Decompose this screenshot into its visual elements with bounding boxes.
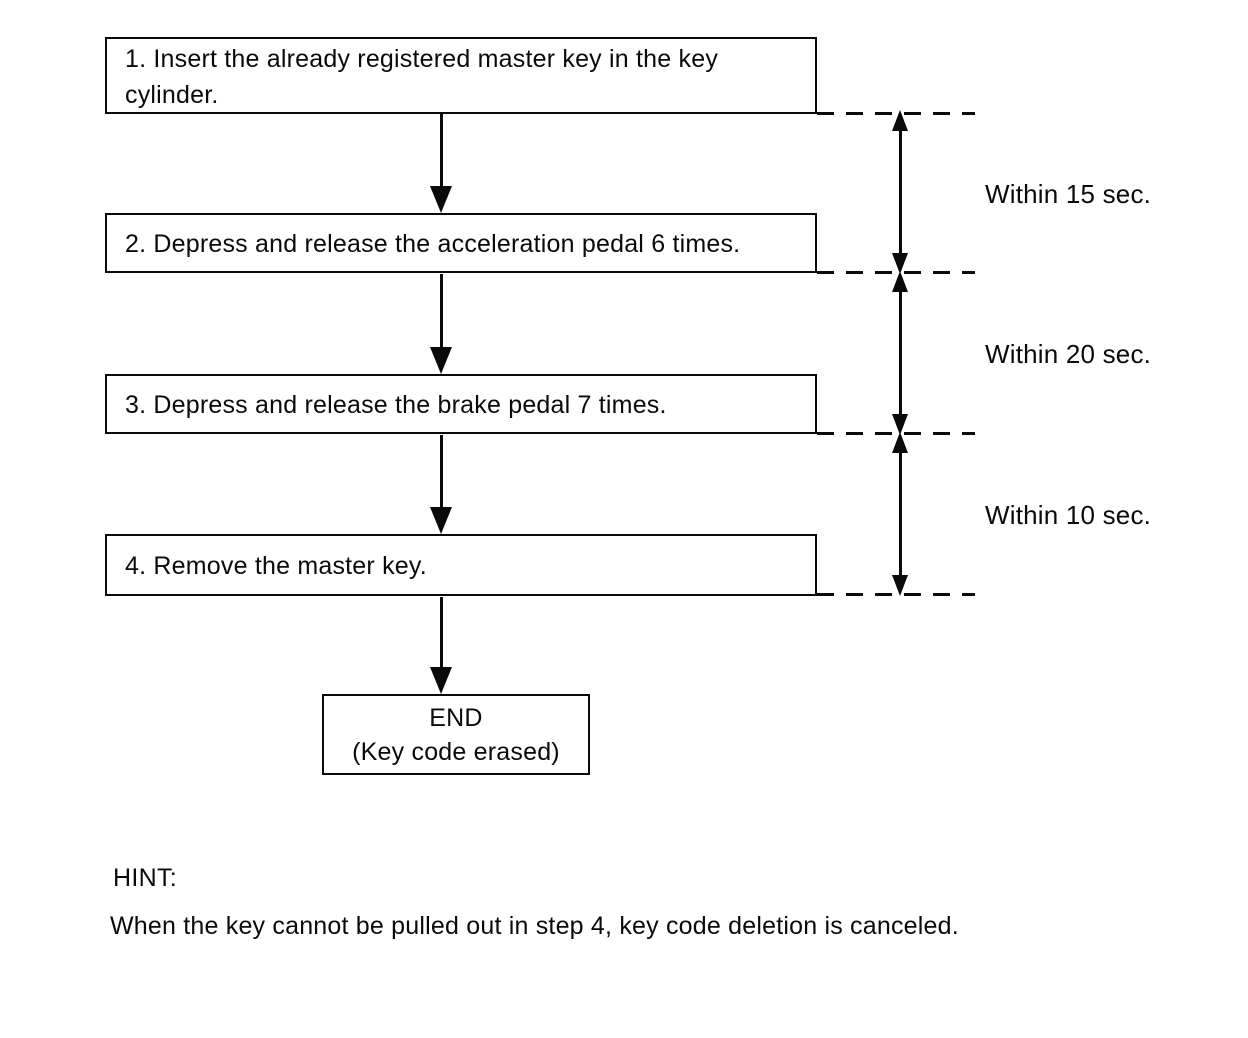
arrow-head-up: [892, 271, 908, 292]
flow-arrow-down-icon: [429, 274, 453, 374]
arrow-head-down: [892, 414, 908, 435]
end-subtitle: (Key code erased): [352, 737, 560, 766]
arrow-shaft: [439, 274, 443, 350]
arrow-shaft: [898, 444, 902, 584]
timing-label-2: Within 20 sec.: [985, 339, 1152, 369]
arrow-shaft: [439, 597, 443, 670]
arrow-head-down: [892, 575, 908, 596]
step-box-3: 3. Depress and release the brake pedal 7…: [105, 374, 817, 434]
end-title: END: [429, 703, 483, 732]
hint-heading: HINT:: [113, 864, 177, 892]
arrow-shaft: [439, 114, 443, 189]
step-3-label: 3. Depress and release the brake pedal 7…: [125, 391, 667, 419]
timing-measure-arrow-icon: [892, 271, 908, 435]
step-1-label: 1. Insert the already registered master …: [125, 44, 719, 109]
arrow-head: [430, 667, 452, 694]
flow-arrow-down-icon: [429, 114, 453, 213]
step-box-1: 1. Insert the already registered master …: [105, 37, 817, 114]
flow-arrow-down-icon: [429, 597, 453, 694]
hint-body: When the key cannot be pulled out in ste…: [110, 912, 959, 940]
arrow-head-up: [892, 432, 908, 453]
arrow-shaft: [898, 283, 902, 423]
timing-label-1: Within 15 sec.: [985, 179, 1152, 209]
arrow-head: [430, 507, 452, 534]
arrow-head-up: [892, 110, 908, 131]
arrow-shaft: [439, 435, 443, 510]
arrow-head: [430, 186, 452, 213]
step-box-2: 2. Depress and release the acceleration …: [105, 213, 817, 273]
arrow-head: [430, 347, 452, 374]
flow-arrow-down-icon: [429, 435, 453, 534]
arrow-shaft: [898, 122, 902, 262]
step-box-4: 4. Remove the master key.: [105, 534, 817, 596]
step-4-label: 4. Remove the master key.: [125, 552, 427, 580]
step-2-label: 2. Depress and release the acceleration …: [125, 230, 741, 258]
end-box: END (Key code erased): [322, 694, 590, 775]
timing-measure-arrow-icon: [892, 110, 908, 274]
timing-measure-arrow-icon: [892, 432, 908, 596]
timing-label-3: Within 10 sec.: [985, 500, 1152, 530]
arrow-head-down: [892, 253, 908, 274]
